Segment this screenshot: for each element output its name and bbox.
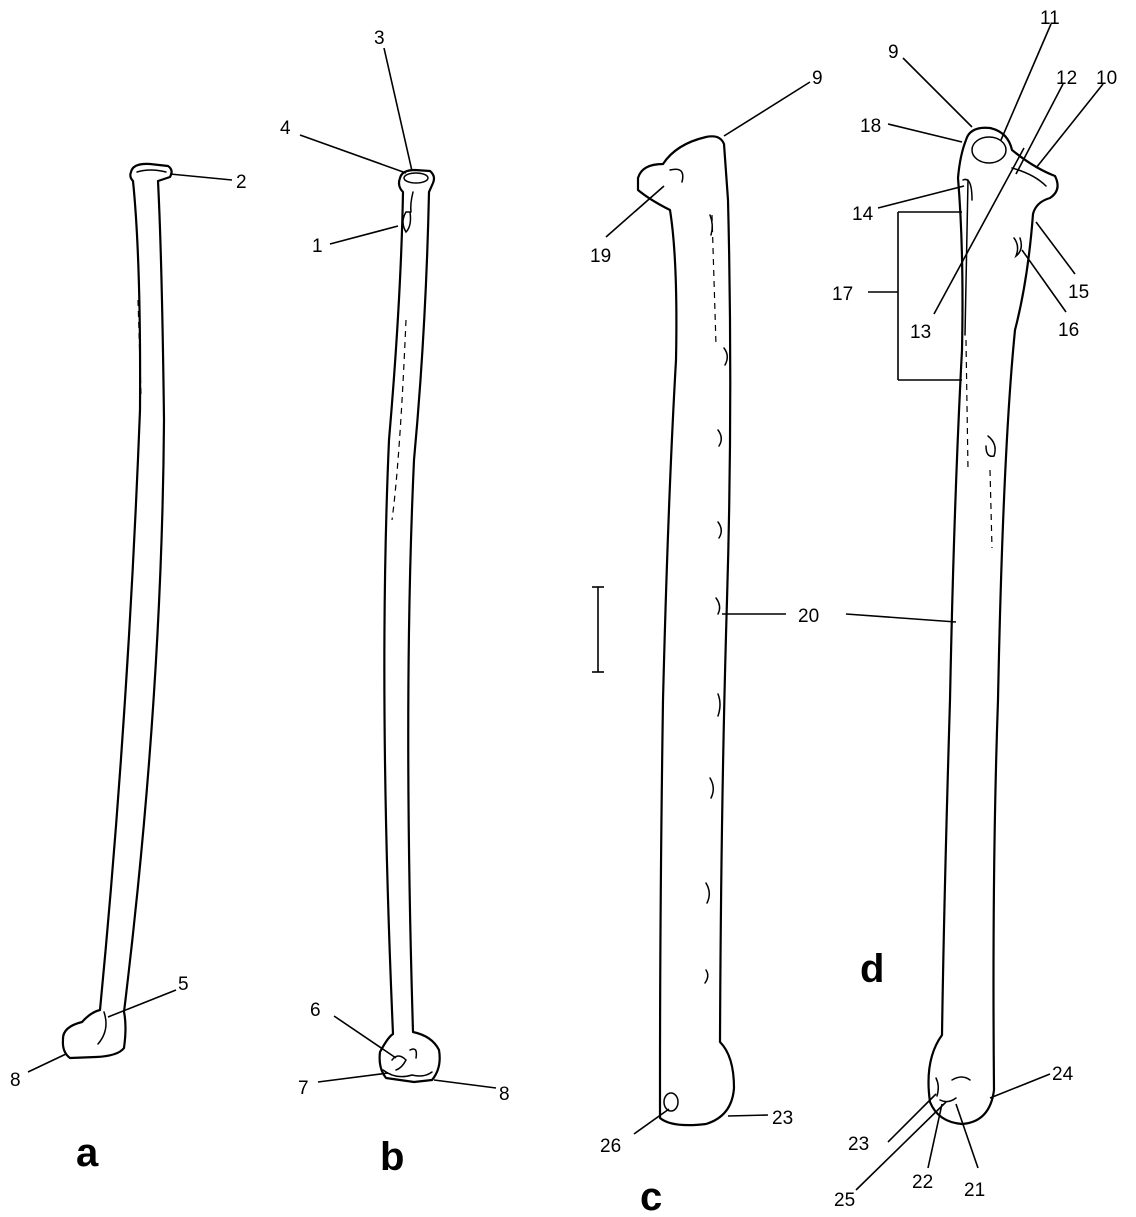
bone-b <box>380 170 440 1082</box>
label-1: 1 <box>312 236 323 257</box>
label-12: 12 <box>1056 68 1077 89</box>
label-14: 14 <box>852 204 874 225</box>
label-13: 13 <box>910 322 931 343</box>
panel-label-a: a <box>76 1131 99 1175</box>
label-22: 22 <box>912 1172 933 1193</box>
label-23-c: 23 <box>772 1108 793 1129</box>
panel-label-b: b <box>380 1135 404 1179</box>
label-18: 18 <box>860 116 881 137</box>
panel-label-d: d <box>860 947 884 991</box>
label-9-d: 9 <box>888 42 899 63</box>
label-4: 4 <box>280 118 291 139</box>
label-24: 24 <box>1052 1064 1074 1085</box>
scale-bar <box>592 587 604 672</box>
label-20: 20 <box>798 606 819 627</box>
bone-c <box>638 136 734 1125</box>
label-5: 5 <box>178 974 189 995</box>
label-9-c: 9 <box>812 68 823 89</box>
panel-letters: a b c d <box>76 947 884 1217</box>
label-8-b: 8 <box>499 1084 510 1105</box>
bone-d <box>929 128 1058 1124</box>
label-2: 2 <box>236 172 247 193</box>
label-15: 15 <box>1068 282 1089 303</box>
label-19: 19 <box>590 246 611 267</box>
label-8-a: 8 <box>10 1070 21 1091</box>
label-16: 16 <box>1058 320 1079 341</box>
label-21: 21 <box>964 1180 985 1201</box>
label-25: 25 <box>834 1190 855 1211</box>
panel-label-c: c <box>640 1175 662 1217</box>
label-23-d: 23 <box>848 1134 869 1155</box>
label-10: 10 <box>1096 68 1117 89</box>
bone-a <box>63 164 172 1058</box>
label-6: 6 <box>310 1000 321 1021</box>
label-17: 17 <box>832 284 853 305</box>
label-26: 26 <box>600 1136 621 1157</box>
label-3: 3 <box>374 28 385 49</box>
label-7: 7 <box>298 1078 309 1099</box>
label-11: 11 <box>1040 8 1060 29</box>
